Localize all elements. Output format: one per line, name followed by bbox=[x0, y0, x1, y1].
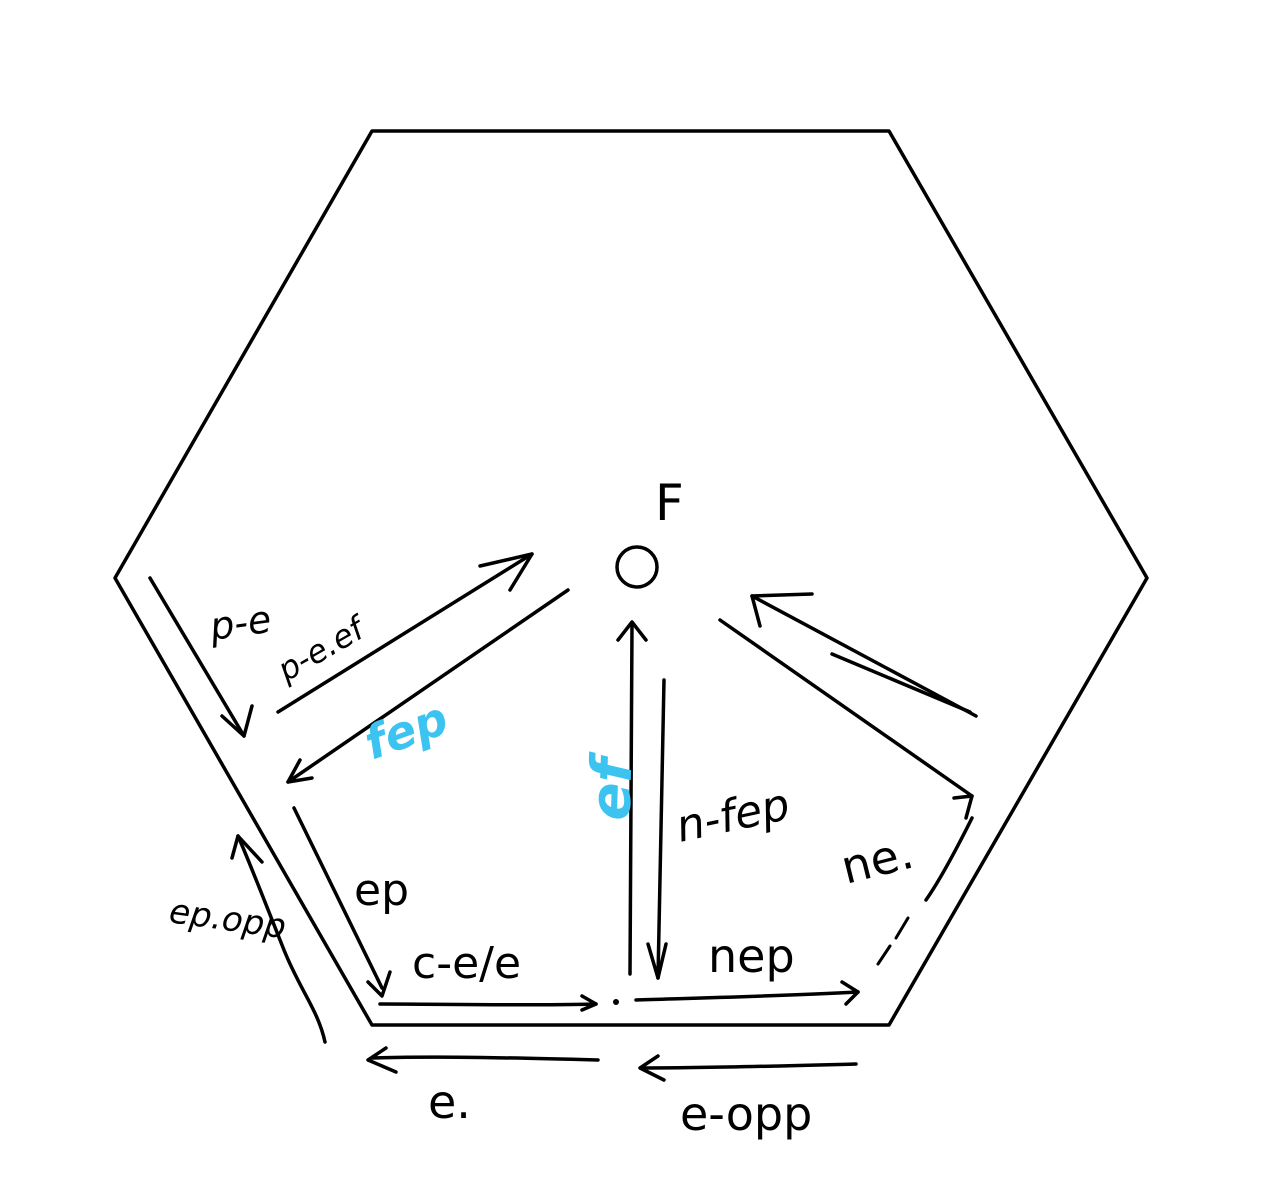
arrow-e-opp bbox=[638, 1054, 858, 1082]
center-vertex bbox=[615, 545, 659, 589]
arrow-c-e-e bbox=[378, 994, 619, 1012]
arrow-p-e bbox=[148, 576, 254, 738]
label-fep-highlight: fep bbox=[357, 691, 455, 771]
arrow-n-fep bbox=[646, 678, 668, 980]
hexagon-outline bbox=[113, 129, 1149, 1027]
label-c-e-e: c-e/e bbox=[412, 938, 521, 989]
label-e-dot: e. bbox=[428, 1075, 471, 1129]
label-p-e-ef: p-e.ef bbox=[270, 607, 374, 689]
center-label: F bbox=[655, 474, 684, 532]
label-p-e: p-e bbox=[206, 597, 274, 649]
arrow-ep-opp bbox=[230, 834, 327, 1044]
label-ne: ne. bbox=[836, 825, 919, 895]
label-ef-highlight: ef bbox=[578, 750, 645, 821]
label-e-opp: e-opp bbox=[680, 1087, 812, 1141]
arrow-fep bbox=[286, 588, 570, 784]
arrow-right-outer bbox=[876, 816, 974, 966]
arrow-e-dot bbox=[366, 1046, 600, 1074]
arrow-p-e-ef bbox=[276, 552, 534, 714]
arrow-nep bbox=[634, 980, 860, 1006]
label-n-fep: n-fep bbox=[672, 779, 794, 853]
arrow-ne-return bbox=[750, 592, 978, 718]
label-ep-opp: ep.opp bbox=[167, 891, 289, 947]
arrow-ne bbox=[718, 618, 974, 820]
arrow-ef bbox=[616, 620, 648, 976]
label-nep: nep bbox=[708, 929, 795, 983]
label-ep: ep bbox=[354, 865, 409, 916]
arrow-ep bbox=[292, 806, 392, 998]
